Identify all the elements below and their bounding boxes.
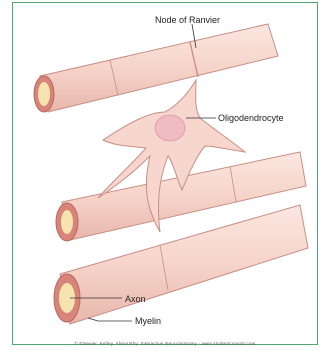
myelin-label: Myelin: [135, 317, 161, 326]
myelin-leader-line: [88, 318, 132, 321]
axon-label: Axon: [125, 295, 146, 304]
node-of-ranvier-label: Node of Ranvier: [155, 16, 220, 25]
myelinated-axon-top: [34, 24, 278, 112]
oligodendrocyte-nucleus: [155, 115, 185, 141]
copyright-credit: © Elsevier. Kelley, Abernathy: Interacti…: [30, 341, 300, 346]
oligodendrocyte-label: Oligodendrocyte: [218, 114, 284, 123]
